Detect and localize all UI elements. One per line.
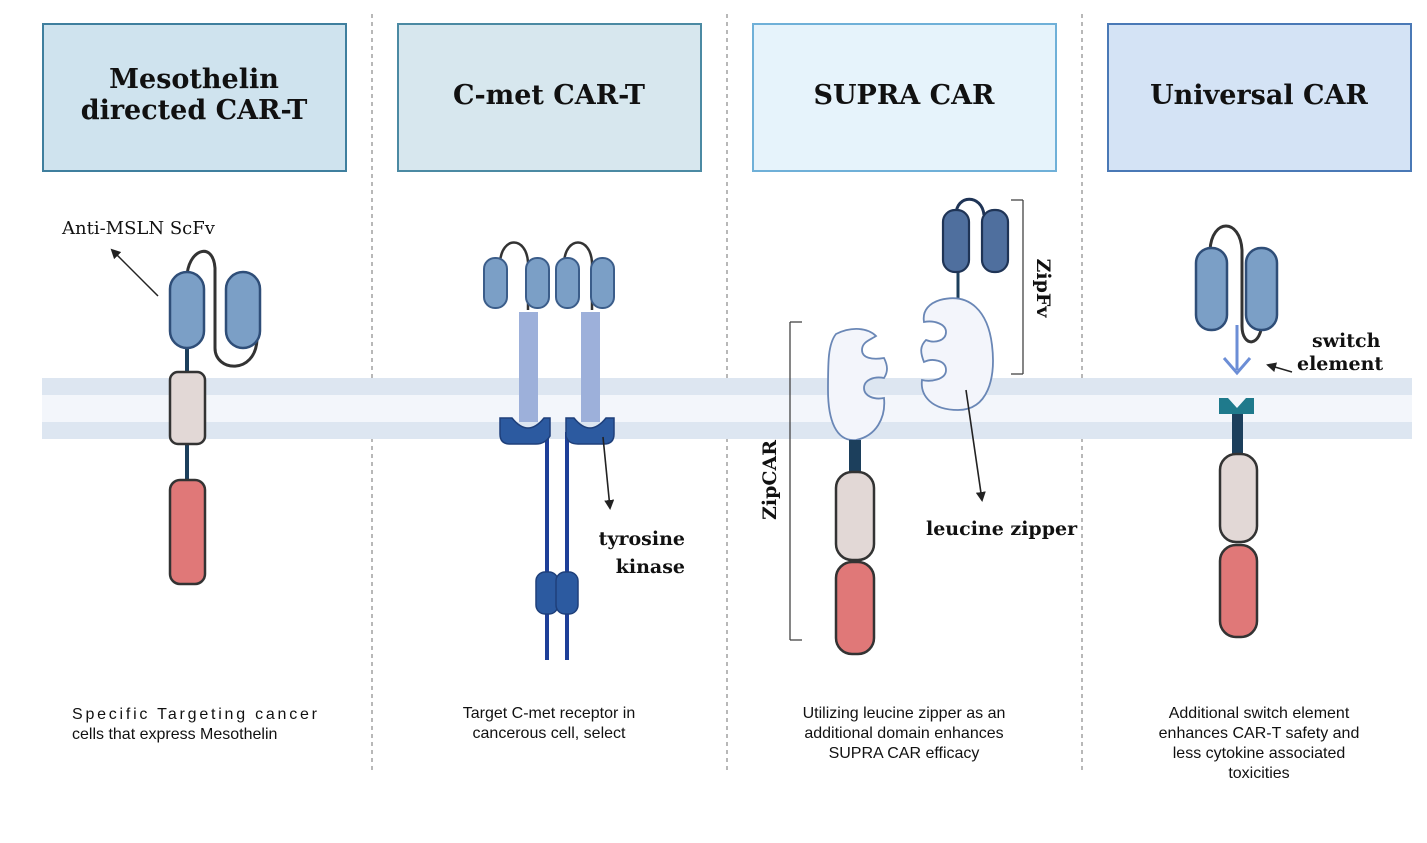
universal-switch-receptor	[1219, 398, 1254, 414]
universal-scfv-domain-2	[1244, 246, 1279, 332]
header-box-mesothelin	[42, 23, 347, 172]
zipcar-leucine-zipper	[827, 328, 888, 441]
universal-description-line1: Additional switch element	[1169, 705, 1350, 722]
zipcar-stalk	[849, 440, 861, 472]
cmet-description-line1: Target C-met receptor in	[463, 705, 636, 722]
header-title-supra: SUPRA CAR	[813, 80, 995, 111]
universal-car-structure: switch element	[1194, 224, 1383, 639]
leucine-zipper-label: leucine zipper	[926, 518, 1078, 540]
header-title-mesothelin-line2: directed CAR-T	[81, 95, 308, 126]
zipfv-label: ZipFv	[1032, 259, 1054, 319]
universal-signaling-domain	[1218, 543, 1259, 639]
tyrosine-kinase-label-line1: tyrosine	[599, 528, 685, 550]
cmet-description-line2: cancerous cell, select	[473, 725, 627, 742]
switch-element-label-line2: element	[1297, 353, 1383, 375]
zipfv-leucine-zipper	[920, 297, 994, 411]
supra-car-structure: ZipCAR ZipFv leucine zipper	[759, 197, 1078, 656]
universal-description-line2: enhances CAR-T safety and	[1159, 725, 1360, 742]
membrane-bottom-band	[42, 422, 1412, 439]
mesothelin-transmembrane-domain	[168, 370, 207, 446]
mesothelin-car-structure: Anti-MSLN ScFv	[61, 218, 262, 586]
supra-description-line2: additional domain enhances	[804, 725, 1003, 742]
zipfv-scfv-domain-1	[941, 208, 971, 274]
mesothelin-signaling-domain	[168, 478, 207, 586]
membrane-core	[42, 395, 1412, 422]
cmet-scfv-right-2	[590, 257, 615, 309]
universal-scfv-domain-1	[1194, 246, 1229, 332]
cmet-linker-right	[562, 241, 594, 310]
universal-scfv-linker	[1208, 224, 1264, 344]
anti-msln-scfv-label: Anti-MSLN ScFv	[61, 218, 216, 239]
cmet-scfv-right-1	[555, 257, 580, 309]
zipcar-label: ZipCAR	[759, 440, 781, 520]
header-title-universal: Universal CAR	[1150, 80, 1368, 111]
membrane-top-band	[42, 378, 1412, 395]
cmet-scfv-left-2	[525, 257, 550, 309]
header-box-cmet	[397, 23, 702, 172]
zipcar-signaling-domain	[834, 560, 876, 656]
header-title-cmet: C-met CAR-T	[453, 80, 645, 111]
cmet-car-structure: tyrosine kinase	[483, 241, 685, 660]
cell-membrane	[42, 378, 1412, 439]
supra-description-line1: Utilizing leucine zipper as an	[803, 705, 1006, 722]
zipfv-scfv-domain-2	[980, 208, 1010, 274]
universal-description-line3: less cytokine associated	[1173, 745, 1346, 762]
cmet-tm-right	[565, 417, 615, 445]
cmet-kinase-domain-right	[555, 571, 579, 615]
cmet-scfv-left-1	[483, 257, 508, 309]
cmet-tm-left	[499, 417, 551, 445]
header-title-mesothelin-line1: Mesothelin	[109, 64, 279, 95]
cmet-kinase-domain-left	[535, 571, 559, 615]
leucine-zipper-arrow	[965, 389, 986, 502]
zipcar-transmembrane-domain	[834, 470, 876, 562]
mesothelin-scfv-domain-2	[224, 270, 262, 350]
tyrosine-kinase-label-line2: kinase	[616, 556, 685, 578]
cmet-ecd-right	[581, 312, 600, 422]
universal-switch-arrowhead	[1222, 357, 1252, 376]
tyrosine-kinase-arrow	[602, 436, 615, 510]
anti-msln-arrow	[110, 248, 159, 297]
cmet-ecd-left	[519, 312, 538, 422]
header-box-supra	[752, 23, 1057, 172]
supra-description-line3: SUPRA CAR efficacy	[829, 745, 980, 762]
header-box-universal	[1107, 23, 1412, 172]
universal-description-line4: toxicities	[1228, 765, 1289, 782]
mesothelin-scfv-domain-1	[168, 270, 206, 350]
switch-element-label-line1: switch	[1312, 330, 1381, 352]
mesothelin-description-line1: Specific Targeting cancer	[72, 706, 318, 723]
mesothelin-scfv-linker	[185, 249, 259, 368]
universal-stalk	[1232, 414, 1243, 456]
universal-transmembrane-domain	[1218, 452, 1259, 544]
mesothelin-description-line2: cells that express Mesothelin	[72, 726, 277, 743]
panel-descriptions: Specific Targeting cancer cells that exp…	[72, 705, 1359, 782]
header-boxes: Mesothelin directed CAR-T C-met CAR-T SU…	[42, 23, 1412, 172]
switch-element-arrow	[1266, 362, 1293, 373]
